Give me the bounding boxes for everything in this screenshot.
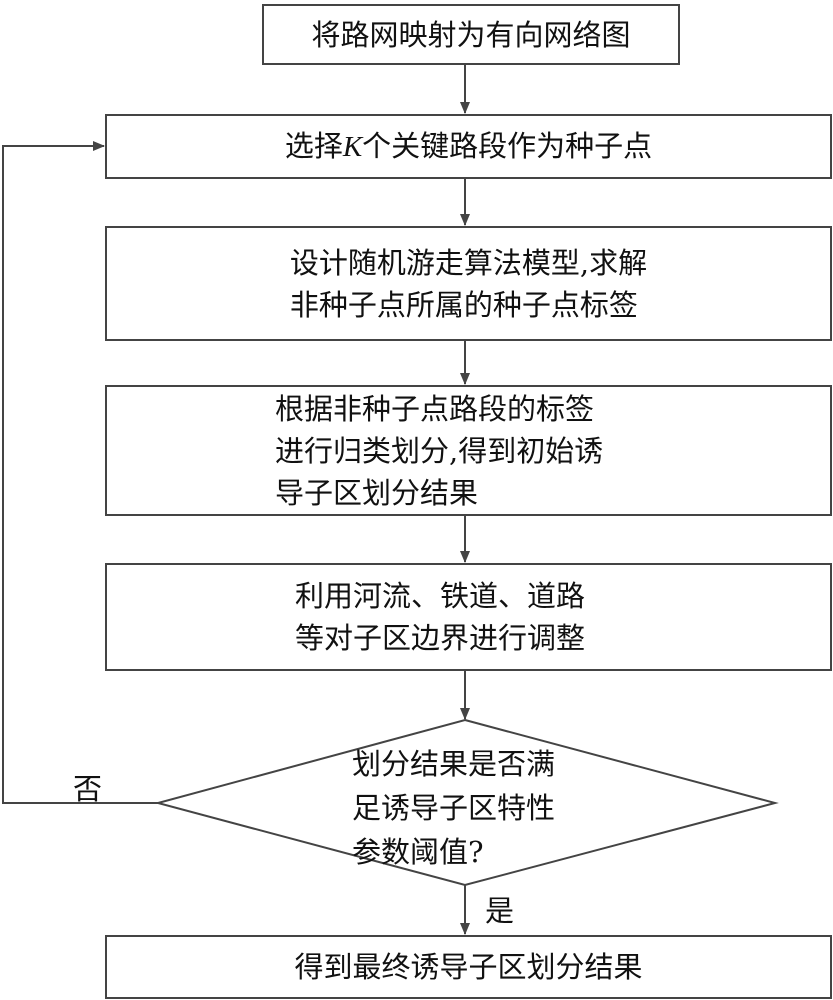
step-text: 根据非种子点路段的标签 进行归类划分,得到初始诱 导子区划分结果: [275, 391, 604, 510]
step-random-walk: 设计随机游走算法模型,求解 非种子点所属的种子点标签: [105, 226, 832, 341]
yes-label: 是: [485, 894, 515, 928]
step-text: 设计随机游走算法模型,求解 非种子点所属的种子点标签: [289, 245, 648, 322]
final-text: 得到最终诱导子区划分结果: [294, 950, 643, 984]
final-result: 得到最终诱导子区划分结果: [105, 935, 832, 999]
step-text: 利用河流、铁道、道路 等对子区边界进行调整: [295, 579, 586, 655]
step-text: 选择K个关键路段作为种子点: [284, 129, 653, 163]
step-map-network: 将路网映射为有向网络图: [262, 4, 680, 65]
no-label: 否: [73, 772, 103, 806]
step-select-seeds: 选择K个关键路段作为种子点: [105, 114, 832, 179]
step-classify: 根据非种子点路段的标签 进行归类划分,得到初始诱 导子区划分结果: [105, 385, 832, 516]
no-loop-arrow: [2, 141, 158, 804]
decision-text: 划分结果是否满 足诱导子区特性 参数阈值?: [352, 747, 556, 869]
step-adjust-boundaries: 利用河流、铁道、道路 等对子区边界进行调整: [105, 563, 832, 671]
step-text: 将路网映射为有向网络图: [311, 17, 631, 52]
